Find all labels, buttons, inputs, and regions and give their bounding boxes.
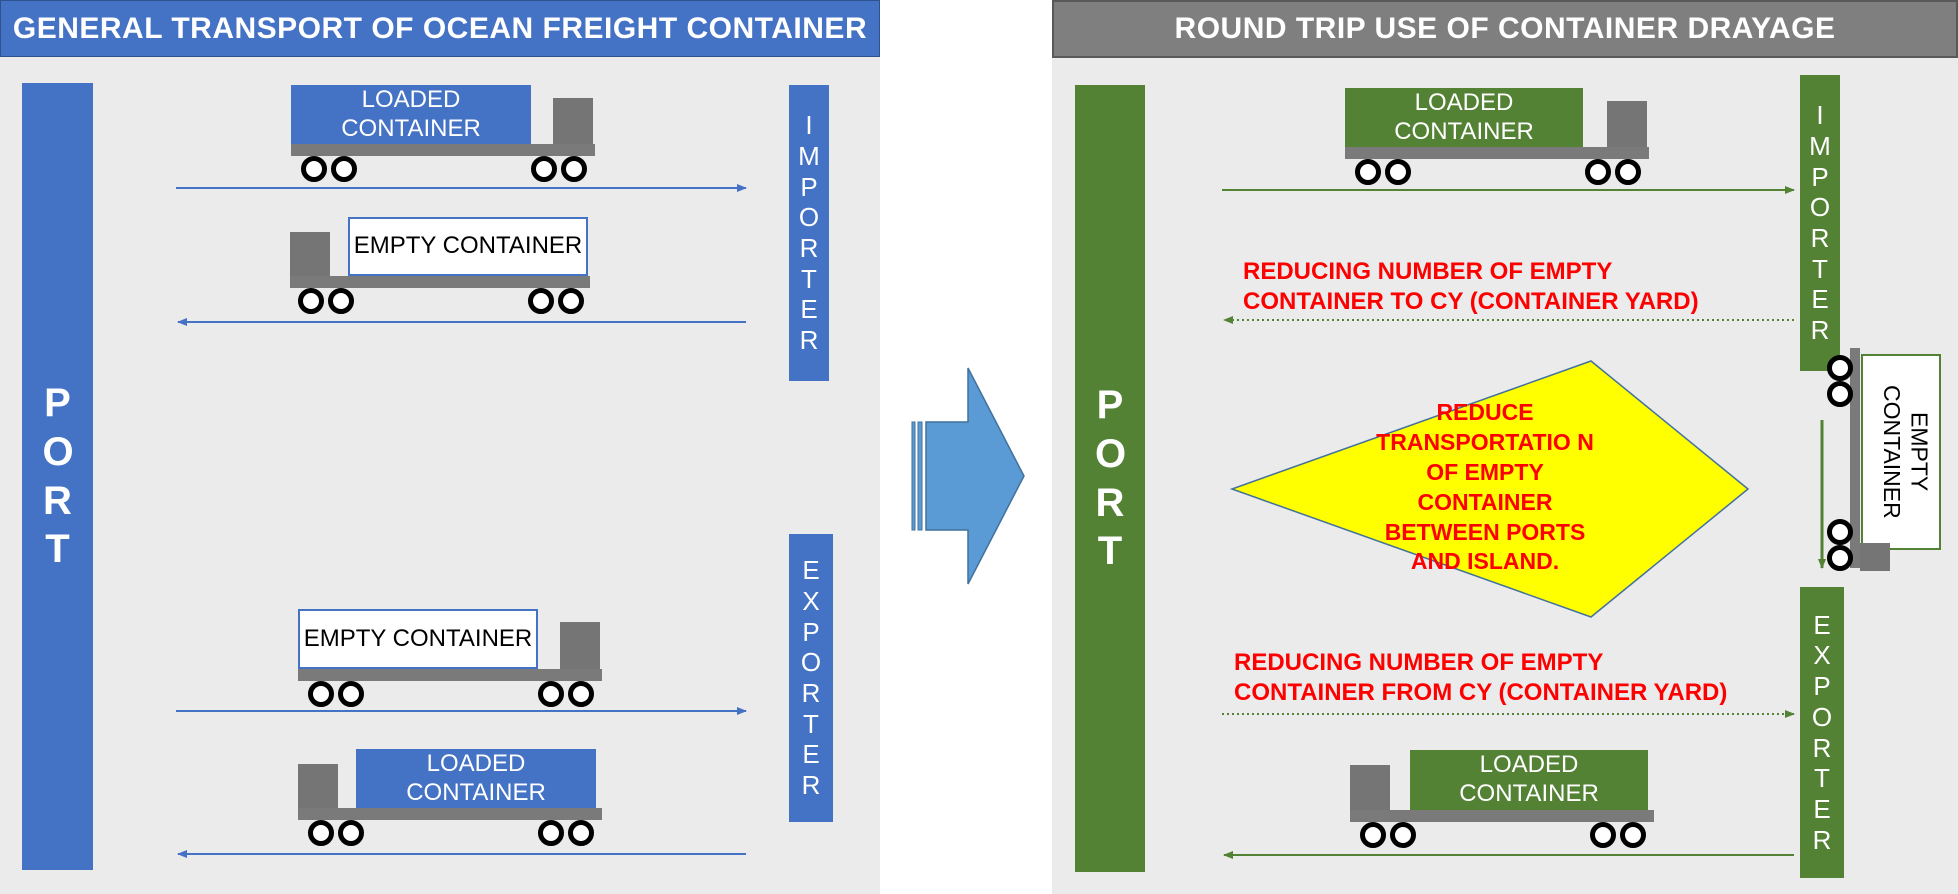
wheel-icon	[538, 681, 564, 707]
wheel-icon	[308, 820, 334, 846]
wheel-icon	[528, 288, 554, 314]
loaded-container: LOADED CONTAINER	[291, 85, 531, 144]
right-truck-empty-vertical: EMPTY CONTAINER	[1827, 343, 1943, 573]
truck-cab	[290, 232, 330, 278]
left-truck-empty-bottom: EMPTY CONTAINER	[298, 609, 602, 709]
wheel-icon	[338, 820, 364, 846]
wheel-icon	[1827, 545, 1853, 571]
wheel-icon	[568, 820, 594, 846]
left-title: GENERAL TRANSPORT OF OCEAN FREIGHT CONTA…	[0, 0, 880, 57]
left-importer-label: IMPORTER	[798, 110, 820, 356]
wheel-icon	[1827, 355, 1853, 381]
right-truck-loaded-bottom: LOADED CONTAINER	[1350, 750, 1654, 850]
truck-cab	[1607, 101, 1647, 148]
note-from-cy-line1: REDUCING NUMBER OF EMPTY	[1234, 649, 1604, 676]
loaded-container: LOADED CONTAINER	[356, 749, 596, 809]
wheel-icon	[331, 156, 357, 182]
wheel-icon	[531, 156, 557, 182]
right-port-bar: PORT	[1075, 85, 1145, 872]
wheel-icon	[1590, 822, 1616, 848]
wheel-icon	[1827, 381, 1853, 407]
note-from-cy: REDUCING NUMBER OF EMPTY CONTAINER FROM …	[1234, 648, 1727, 708]
wheel-icon	[558, 288, 584, 314]
right-port-label: PORT	[1095, 382, 1127, 574]
truck-cab	[553, 98, 593, 145]
wheel-icon	[298, 288, 324, 314]
diamond-label: REDUCE TRANSPORTATIO N OF EMPTY CONTAINE…	[1376, 399, 1594, 575]
note-from-cy-line2: CONTAINER FROM CY (CONTAINER YARD)	[1234, 679, 1728, 706]
transition-arrow-icon	[911, 367, 1025, 585]
wheel-icon	[1390, 822, 1416, 848]
left-truck-loaded-bottom: LOADED CONTAINER	[298, 748, 602, 848]
truck-chassis	[1850, 348, 1860, 568]
wheel-icon	[568, 681, 594, 707]
wheel-icon	[1355, 159, 1381, 185]
wheel-icon	[1615, 159, 1641, 185]
note-to-cy: REDUCING NUMBER OF EMPTY CONTAINER TO CY…	[1243, 257, 1699, 317]
empty-container: EMPTY CONTAINER	[348, 217, 588, 276]
wheel-icon	[328, 288, 354, 314]
empty-container: EMPTY CONTAINER	[298, 609, 538, 669]
right-importer-label: IMPORTER	[1809, 100, 1831, 346]
wheel-icon	[561, 156, 587, 182]
truck-chassis	[1350, 810, 1654, 822]
truck-chassis	[298, 669, 602, 681]
right-importer-bar: IMPORTER	[1800, 75, 1840, 371]
wheel-icon	[301, 156, 327, 182]
truck-chassis	[291, 144, 595, 156]
empty-container-label: EMPTY CONTAINER	[1879, 385, 1933, 519]
right-exporter-bar: EXPORTER	[1800, 587, 1844, 878]
left-importer-bar: IMPORTER	[789, 85, 829, 381]
wheel-icon	[1620, 822, 1646, 848]
truck-cab	[560, 622, 600, 669]
wheel-icon	[1385, 159, 1411, 185]
note-to-cy-line1: REDUCING NUMBER OF EMPTY	[1243, 258, 1613, 285]
left-exporter-label: EXPORTER	[800, 555, 822, 801]
left-exporter-bar: EXPORTER	[789, 534, 833, 822]
left-port-bar: PORT	[22, 83, 93, 870]
truck-cab	[1860, 543, 1890, 571]
truck-chassis	[290, 276, 590, 288]
truck-cab	[1350, 765, 1390, 811]
right-exporter-label: EXPORTER	[1811, 609, 1833, 855]
loaded-container: LOADED CONTAINER	[1345, 88, 1583, 147]
wheel-icon	[1585, 159, 1611, 185]
left-truck-empty-top: EMPTY CONTAINER	[290, 216, 590, 316]
left-truck-loaded-top: LOADED CONTAINER	[291, 85, 595, 182]
right-truck-loaded-top: LOADED CONTAINER	[1345, 88, 1649, 185]
truck-cab	[298, 764, 338, 810]
wheel-icon	[1827, 519, 1853, 545]
empty-container	[1861, 354, 1941, 550]
wheel-icon	[1360, 822, 1386, 848]
wheel-icon	[538, 820, 564, 846]
reduce-diamond	[1229, 360, 1750, 618]
wheel-icon	[308, 681, 334, 707]
loaded-container: LOADED CONTAINER	[1410, 750, 1648, 810]
left-port-label: PORT	[42, 380, 74, 572]
wheel-icon	[338, 681, 364, 707]
right-title: ROUND TRIP USE OF CONTAINER DRAYAGE	[1052, 0, 1958, 58]
truck-chassis	[1345, 147, 1649, 159]
note-to-cy-line2: CONTAINER TO CY (CONTAINER YARD)	[1243, 288, 1699, 315]
truck-chassis	[298, 808, 602, 820]
